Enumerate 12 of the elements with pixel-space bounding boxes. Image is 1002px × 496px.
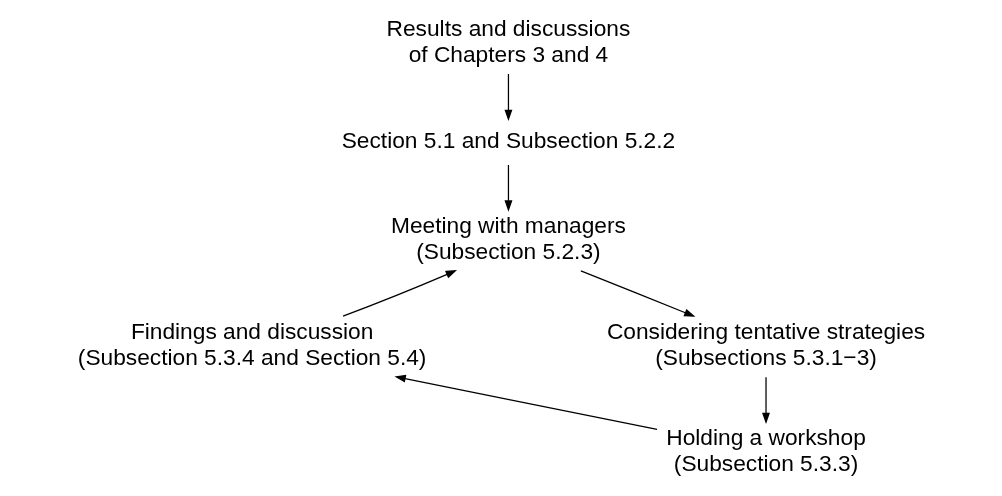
node-text: Findings and discussion (Subsection 5.3.4 and Section 5.4): [77, 318, 426, 370]
node-text: Section 5.1 and Subsection 5.2.2: [341, 126, 675, 153]
arrow: [579, 270, 695, 317]
arrow: [761, 376, 770, 425]
arrow: [341, 270, 457, 317]
node-text: Results and discussions of Chapters 3 and 4: [386, 15, 630, 67]
arrow: [393, 374, 658, 430]
node-text: Meeting with managers (Subsection 5.2.3): [390, 212, 626, 264]
node-text: Considering tentative strategies (Subsections 5.3.1−3): [606, 318, 925, 370]
node-text: Holding a workshop (Subsection 5.3.3): [665, 424, 866, 476]
arrow: [503, 164, 512, 212]
arrow: [503, 73, 512, 122]
